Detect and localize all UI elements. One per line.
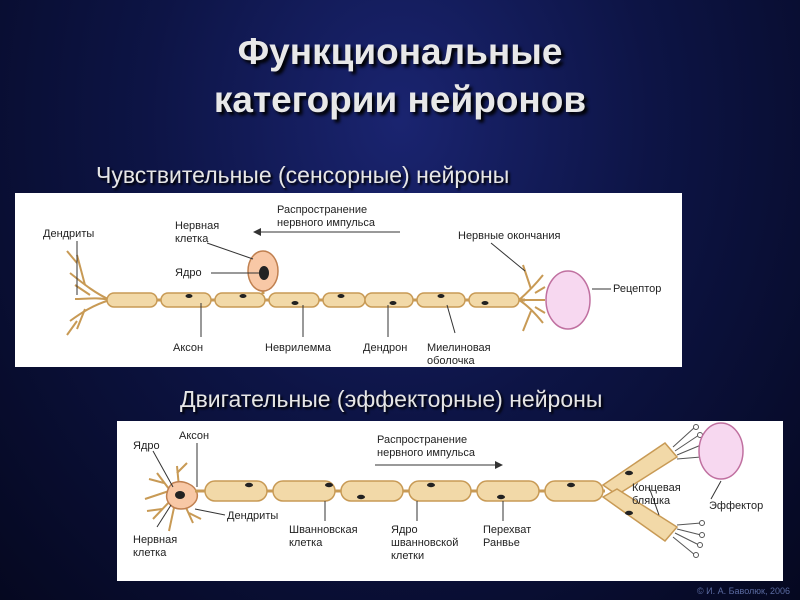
motor-label-schwann-nucleus-3: клетки [391,550,424,562]
sensory-label-myelin-2: оболочка [427,355,475,367]
motor-label-end-plate-2: бляшка [632,495,671,507]
title-line-2: категории нейронов [213,79,587,120]
sensory-label-nucleus: Ядро [175,267,202,279]
sensory-neuron-svg: Дендриты Нервная клетка Ядро Распростран… [43,204,661,367]
sensory-propagation-arrow [253,228,400,236]
copyright-notice: © И. А. Баволюк, 2006 [697,586,790,596]
motor-label-schwann-nucleus-2: шванновской [391,537,458,549]
motor-label-propagation-2: нервного импульса [377,447,476,459]
motor-label-schwann-2: клетка [289,537,323,549]
motor-propagation-arrow [375,461,503,469]
sensory-label-dendrites: Дендриты [43,228,94,240]
motor-label-schwann-1: Шванновская [289,524,358,536]
motor-label-axon: Аксон [179,430,209,442]
motor-label-dendrites: Дендриты [227,510,278,522]
motor-label-effector: Эффектор [709,500,763,512]
sensory-heading: Чувствительные (сенсорные) нейроны [96,162,510,188]
motor-label-propagation-1: Распространение [377,434,467,446]
sensory-myelin-sheath [106,292,520,308]
sensory-schwann-nuclei [185,294,489,305]
sensory-label-nerve-cell-1: Нервная [175,220,219,232]
effector-shape [698,422,744,480]
motor-neuron-diagram: Ядро Аксон Распространение нервного импу… [117,421,783,581]
motor-label-schwann-nucleus-1: Ядро [391,524,418,536]
motor-neuron-svg: Ядро Аксон Распространение нервного импу… [133,422,763,562]
motor-terminal-nuclei [625,470,633,516]
motor-cell-nucleus [175,491,185,499]
sensory-neuron-diagram: Дендриты Нервная клетка Ядро Распростран… [15,193,682,367]
sensory-label-propagation-2: нервного импульса [277,217,376,229]
sensory-label-axon: Аксон [173,342,203,354]
sensory-label-receptor: Рецептор [613,283,661,295]
sensory-label-propagation-1: Распространение [277,204,367,216]
sensory-label-nerve-cell-2: клетка [175,233,209,245]
sensory-label-neurilemma: Неврилемма [265,342,332,354]
receptor-shape [545,270,591,330]
sensory-cell-nucleus [259,266,269,280]
motor-terminal-branches [601,442,679,543]
motor-label-nerve-cell-1: Нервная [133,534,177,546]
motor-label-ranvier-2: Ранвье [483,537,520,549]
motor-label-nucleus: Ядро [133,440,160,452]
sensory-label-dendron: Дендрон [363,342,407,354]
motor-end-plates [672,426,702,556]
title-line-1: Функциональные [237,31,563,72]
motor-pointer-lines [152,443,722,528]
motor-label-end-plate-1: Концевая [632,482,681,494]
sensory-label-nerve-endings: Нервные окончания [458,230,560,242]
sensory-dendrite-branches [66,250,111,336]
sensory-pointer-lines [76,241,611,337]
sensory-label-myelin-1: Миелиновая [427,342,491,354]
sensory-nerve-endings [518,264,546,332]
motor-label-nerve-cell-2: клетка [133,547,167,559]
motor-heading: Двигательные (эффекторные) нейроны [180,386,603,412]
slide-title: Функциональные категории нейронов [0,28,800,124]
motor-label-ranvier-1: Перехват [483,524,531,536]
motor-schwann-nuclei [245,482,575,500]
